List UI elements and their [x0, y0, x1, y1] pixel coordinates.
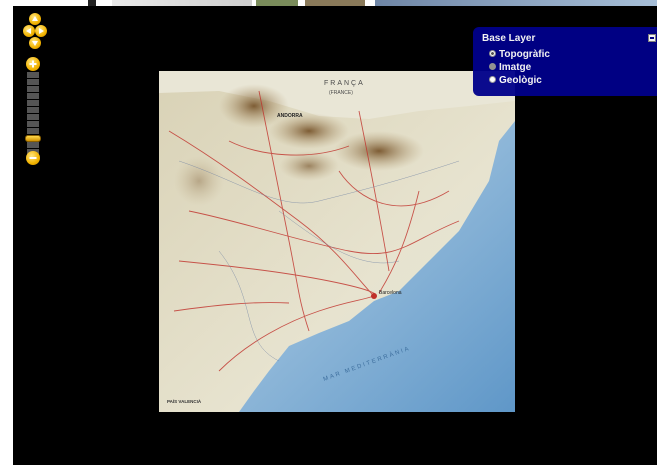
label-valencia: PAÍS VALENCIÀ [167, 397, 202, 404]
pan-left-button[interactable] [23, 25, 35, 37]
top-thumb-dark [88, 0, 96, 6]
top-thumb-brown [305, 0, 365, 6]
pan-up-button[interactable] [29, 13, 41, 25]
zoom-level[interactable] [27, 107, 39, 113]
label-france: FRANÇA [324, 80, 365, 87]
zoom-in-button[interactable] [26, 57, 40, 71]
map-image[interactable]: FRANÇA (FRANCE) ANDORRA Barcelona PAÍS V… [159, 71, 515, 412]
map-viewport[interactable]: FRANÇA (FRANCE) ANDORRA Barcelona PAÍS V… [13, 6, 657, 465]
arrow-up-icon [32, 16, 38, 21]
layer-switcher-title: Base Layer [482, 33, 536, 44]
minimize-button[interactable] [648, 34, 656, 42]
top-thumb-blue [375, 0, 657, 6]
zoom-control [25, 57, 41, 165]
zoom-level[interactable] [27, 100, 39, 106]
pan-control [23, 13, 47, 49]
arrow-down-icon [32, 41, 38, 46]
radio-unchecked-icon [489, 76, 496, 83]
zoom-level[interactable] [27, 114, 39, 120]
radio-checked-icon [489, 50, 496, 57]
layer-switcher: Base Layer Topogràfic Imatge Geològic [473, 27, 657, 96]
layer-option-geologic[interactable]: Geològic [489, 75, 542, 86]
page-top-strip [0, 0, 657, 6]
layer-option-label: Topogràfic [499, 49, 550, 60]
minus-icon [29, 157, 37, 159]
arrow-right-icon [39, 28, 44, 34]
layer-option-topografic[interactable]: Topogràfic [489, 49, 550, 60]
zoom-level[interactable] [27, 121, 39, 127]
layer-option-label: Geològic [499, 75, 542, 86]
zoom-slider-handle[interactable] [25, 135, 41, 142]
zoom-level[interactable] [27, 93, 39, 99]
zoom-level[interactable] [27, 128, 39, 134]
left-margin [0, 6, 13, 465]
zoom-level[interactable] [27, 142, 39, 148]
label-andorra: ANDORRA [277, 113, 303, 119]
radio-disabled-icon [489, 63, 496, 70]
layer-option-imatge[interactable]: Imatge [489, 62, 531, 73]
top-thumb-green [256, 0, 298, 6]
plus-icon [29, 60, 37, 68]
zoom-level[interactable] [27, 79, 39, 85]
layer-option-label: Imatge [499, 62, 532, 73]
pan-down-button[interactable] [29, 37, 41, 49]
pan-right-button[interactable] [35, 25, 47, 37]
zoom-level[interactable] [27, 86, 39, 92]
top-thumb-light [112, 0, 252, 6]
arrow-left-icon [26, 28, 31, 34]
label-france-sub: (FRANCE) [329, 90, 353, 96]
zoom-out-button[interactable] [26, 151, 40, 165]
label-barcelona: Barcelona [379, 290, 402, 296]
zoom-level[interactable] [27, 72, 39, 78]
